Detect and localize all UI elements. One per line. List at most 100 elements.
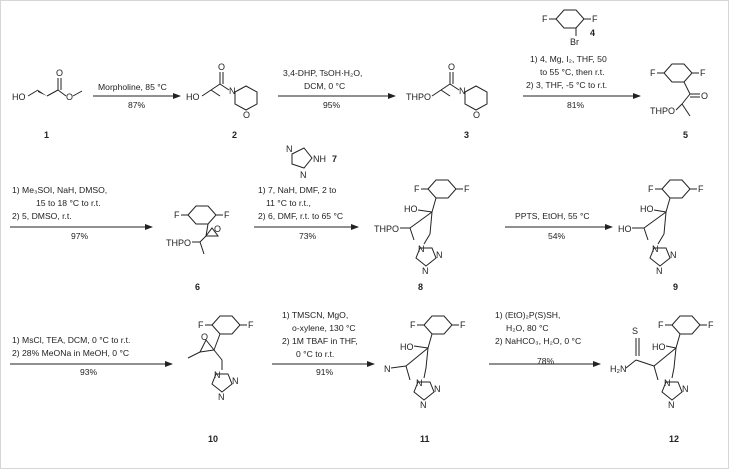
svg-text:F: F xyxy=(650,68,656,78)
svg-text:N: N xyxy=(670,250,677,260)
step-1-yield: 87% xyxy=(128,100,146,110)
step-9-conditions-1: 1) (EtO)₂P(S)SH, xyxy=(495,310,560,320)
svg-text:HO: HO xyxy=(404,204,418,214)
svg-text:N: N xyxy=(668,400,675,410)
step-5-yield: 73% xyxy=(299,231,317,241)
compound-1-structure: HO O O xyxy=(12,68,83,102)
svg-text:HO: HO xyxy=(12,92,26,102)
svg-text:N: N xyxy=(420,400,427,410)
compound-11-structure: F F HO N N N N xyxy=(384,315,466,410)
compound-8-structure: F F HO THPO N N N xyxy=(374,179,470,276)
svg-text:N: N xyxy=(218,392,225,402)
svg-text:O: O xyxy=(56,68,63,78)
svg-text:F: F xyxy=(700,68,706,78)
compound-7-label: 7 xyxy=(332,154,337,164)
svg-text:N: N xyxy=(232,376,239,386)
svg-text:N: N xyxy=(652,244,659,254)
step-2-conditions-2: DCM, 0 °C xyxy=(304,81,345,91)
svg-text:N: N xyxy=(300,170,307,180)
svg-text:F: F xyxy=(460,320,466,330)
compound-1-label: 1 xyxy=(44,130,49,140)
svg-text:N: N xyxy=(459,86,466,96)
svg-text:THPO: THPO xyxy=(374,224,399,234)
svg-text:HO: HO xyxy=(640,204,654,214)
svg-text:F: F xyxy=(224,210,230,220)
svg-text:F: F xyxy=(698,184,704,194)
compound-5-label: 5 xyxy=(683,130,688,140)
step-8-conditions-1: 1) TMSCN, MgO, xyxy=(282,310,348,320)
compound-6-structure: F F O THPO xyxy=(166,205,230,255)
svg-text:S: S xyxy=(632,326,638,336)
svg-text:N: N xyxy=(214,370,221,380)
step-3-conditions-2: to 55 °C, then r.t. xyxy=(540,67,605,77)
step-4-conditions-3: 2) 5, DMSO, r.t. xyxy=(12,211,72,221)
step-1-conditions: Morpholine, 85 °C xyxy=(98,82,167,92)
svg-text:N: N xyxy=(682,384,689,394)
svg-text:HO: HO xyxy=(186,92,200,102)
svg-text:O: O xyxy=(701,91,708,101)
compound-11-label: 11 xyxy=(420,434,430,444)
step-7-conditions-1: 1) MsCl, TEA, DCM, 0 °C to r.t. xyxy=(12,335,130,345)
compound-3-label: 3 xyxy=(464,130,469,140)
svg-text:N: N xyxy=(416,378,423,388)
svg-text:F: F xyxy=(542,14,548,24)
compound-2-label: 2 xyxy=(232,130,237,140)
step-6-yield: 54% xyxy=(548,231,566,241)
step-3-yield: 81% xyxy=(567,100,585,110)
step-5-conditions-1: 1) 7, NaH, DMF, 2 to xyxy=(258,185,337,195)
svg-text:F: F xyxy=(658,320,664,330)
svg-text:N: N xyxy=(229,86,236,96)
svg-text:N: N xyxy=(286,144,293,154)
compound-3-structure: THPO O N O xyxy=(406,62,488,120)
svg-text:O: O xyxy=(201,332,208,342)
svg-text:F: F xyxy=(708,320,714,330)
compound-12-structure: F F HO S H₂N N N N xyxy=(610,315,714,410)
svg-text:F: F xyxy=(464,184,470,194)
compound-12-label: 12 xyxy=(669,434,679,444)
compound-9-label: 9 xyxy=(673,282,678,292)
svg-text:N: N xyxy=(418,244,425,254)
svg-text:HO: HO xyxy=(652,342,666,352)
compound-4-structure: F F Br xyxy=(542,9,598,47)
step-3-conditions-1: 1) 4, Mg, I₂, THF, 50 xyxy=(530,54,607,64)
step-8-conditions-2: o-xylene, 130 °C xyxy=(292,323,356,333)
step-8-yield: 91% xyxy=(316,367,334,377)
svg-text:F: F xyxy=(592,14,598,24)
compound-8-label: 8 xyxy=(418,282,423,292)
svg-text:THPO: THPO xyxy=(166,238,191,248)
svg-text:O: O xyxy=(218,62,225,72)
step-9-conditions-3: 2) NaHCO₃, H₂O, 0 °C xyxy=(495,336,581,346)
step-6-conditions: PPTS, EtOH, 55 °C xyxy=(515,211,590,221)
step-8-conditions-3: 2) 1M TBAF in THF, xyxy=(282,336,358,346)
svg-text:N: N xyxy=(664,378,671,388)
svg-text:O: O xyxy=(243,110,250,120)
step-5-conditions-2: 11 °C to r.t., xyxy=(266,198,311,208)
compound-2-structure: HO O N O xyxy=(186,62,258,120)
compound-4-label: 4 xyxy=(590,28,595,38)
step-5-conditions-3: 2) 6, DMF, r.t. to 65 °C xyxy=(258,211,343,221)
compound-10-structure: F F O N N N xyxy=(187,315,254,402)
svg-text:THPO: THPO xyxy=(406,92,431,102)
step-4-yield: 97% xyxy=(71,231,89,241)
svg-text:NH: NH xyxy=(313,154,326,164)
svg-text:N: N xyxy=(656,266,663,276)
svg-text:O: O xyxy=(448,62,455,72)
svg-text:O: O xyxy=(214,224,221,234)
svg-text:O: O xyxy=(66,92,73,102)
step-2-conditions-1: 3,4-DHP, TsOH·H₂O, xyxy=(283,68,362,78)
svg-text:O: O xyxy=(473,110,480,120)
svg-text:HO: HO xyxy=(400,342,414,352)
step-9-yield: 78% xyxy=(537,356,555,366)
step-7-conditions-2: 2) 28% MeONa in MeOH, 0 °C xyxy=(12,348,129,358)
svg-text:N: N xyxy=(422,266,429,276)
svg-text:Br: Br xyxy=(570,37,579,47)
svg-text:HO: HO xyxy=(618,224,632,234)
step-4-conditions-2: 15 to 18 °C to r.t. xyxy=(36,198,101,208)
svg-text:F: F xyxy=(174,210,180,220)
svg-text:F: F xyxy=(198,320,204,330)
svg-text:F: F xyxy=(648,184,654,194)
svg-text:F: F xyxy=(248,320,254,330)
step-4-conditions-1: 1) Me₃SOI, NaH, DMSO, xyxy=(12,185,107,195)
svg-text:N: N xyxy=(384,364,391,374)
svg-text:F: F xyxy=(414,184,420,194)
